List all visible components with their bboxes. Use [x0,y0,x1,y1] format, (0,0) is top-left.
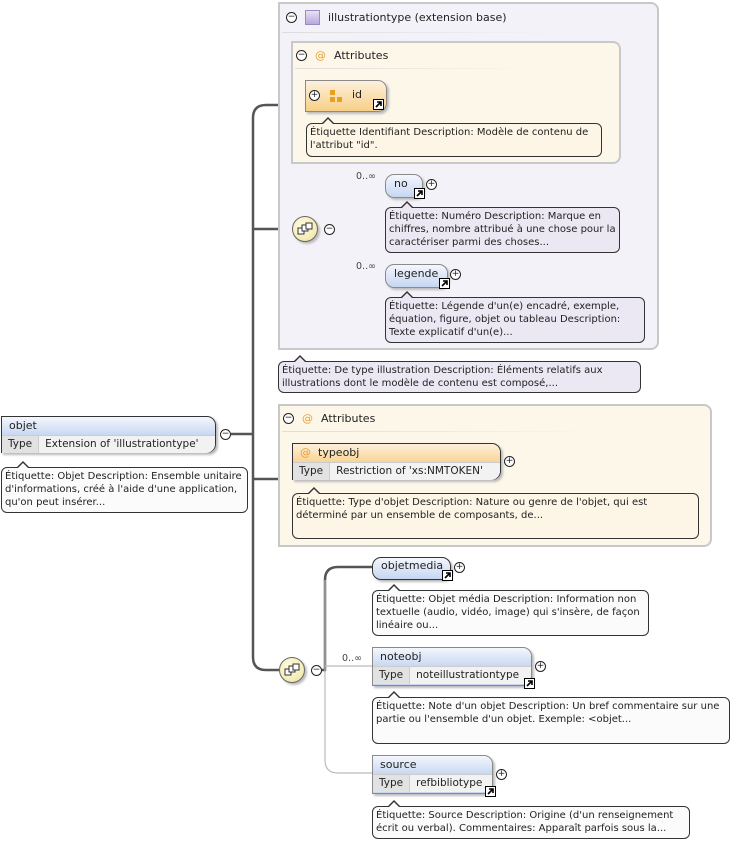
complex-type-icon [305,10,320,25]
attribute-icon: @ [300,446,311,459]
legende-doc-tooltip: Étiquette: Légende d'un(e) encadré, exem… [385,291,645,343]
expand-icon[interactable]: + [535,661,546,672]
noteobj-name: noteobj [373,648,531,666]
no-cardinality: 0..∞ [356,171,376,182]
divider [282,32,562,33]
reference-arrow-icon[interactable] [414,188,425,199]
expand-icon[interactable]: + [426,179,437,190]
noteobj-doc-tooltip: Étiquette: Note d'un objet Description: … [372,691,730,744]
objetmedia-name: objetmedia [381,559,444,572]
noteobj-element[interactable]: noteobj Type noteillustrationtype [372,647,535,689]
legende-name: legende [394,267,439,280]
collapse-icon[interactable]: − [286,12,297,23]
source-type: refbibliotype [416,777,483,789]
noteobj-cardinality: 0..∞ [342,653,362,664]
sequence-compositor-icon[interactable] [279,657,305,683]
collapse-icon[interactable]: − [296,50,307,61]
id-doc-tooltip: Étiquette Identifiant Description: Modèl… [306,117,602,157]
attributes-header: − @ Attributes [296,49,388,62]
type-label: Type [293,463,331,480]
divider [295,68,535,69]
objet-element[interactable]: objet Type Extension of 'illustrationtype… [1,416,216,453]
reference-arrow-icon[interactable] [485,786,496,797]
illustrationtype-title: illustrationtype (extension base) [328,11,507,24]
source-doc-tooltip: Étiquette: Source Description: Origine (… [372,800,690,839]
sequence-compositor-icon[interactable] [292,216,318,242]
typeobj-header: @ typeobj [293,444,500,462]
reference-arrow-icon[interactable] [442,570,453,581]
attribute-icon: @ [315,49,326,62]
attribute-group-icon [330,90,342,102]
typeobj-type: Restriction of 'xs:NMTOKEN' [336,465,483,477]
legende-element[interactable]: legende [385,264,450,289]
expand-icon[interactable]: + [309,90,320,101]
source-name: source [373,756,492,774]
illustrationtype-header: − illustrationtype (extension base) [286,10,507,25]
expand-icon[interactable]: + [450,269,461,280]
attribute-icon: @ [302,412,313,425]
collapse-icon[interactable]: − [324,224,335,235]
type-label: Type [373,775,411,792]
no-element[interactable]: no [385,174,425,199]
noteobj-type: noteillustrationtype [416,669,520,681]
type-label: Type [373,667,411,684]
illustrationtype-doc-tooltip: Étiquette: De type illustration Descript… [278,355,641,393]
id-attribute[interactable]: + id [305,80,387,112]
objetmedia-doc-tooltip: Étiquette: Objet média Description: Info… [372,584,649,636]
typeobj-name: typeobj [318,446,360,459]
reference-arrow-icon[interactable] [373,99,384,110]
source-element[interactable]: source Type refbibliotype [372,755,496,797]
typeobj-doc-tooltip: Étiquette: Type d'objet Description: Nat… [292,487,699,539]
typeobj-attribute[interactable]: @ typeobj Type Restriction of 'xs:NMTOKEN… [292,443,501,480]
id-name: id [352,88,363,101]
reference-arrow-icon[interactable] [524,678,535,689]
attributes-label: Attributes [321,412,376,425]
attributes-label: Attributes [334,49,389,62]
type-label: Type [2,436,40,453]
collapse-icon[interactable]: − [283,413,294,424]
collapse-icon[interactable]: − [311,665,322,676]
objet-doc-tooltip: Étiquette: Objet Description: Ensemble u… [1,461,248,513]
expand-icon[interactable]: + [496,769,507,780]
objetmedia-element[interactable]: objetmedia [372,557,453,581]
no-doc-tooltip: Étiquette: Numéro Description: Marque en… [385,201,620,253]
legende-cardinality: 0..∞ [356,261,376,272]
expand-icon[interactable]: + [504,456,515,467]
objet-name: objet [2,417,215,435]
divider [282,431,602,432]
attributes-header: − @ Attributes [283,412,375,425]
collapse-icon[interactable]: − [220,429,231,440]
no-name: no [394,177,408,190]
objet-type: Extension of 'illustrationtype' [45,438,199,450]
expand-icon[interactable]: + [454,562,465,573]
reference-arrow-icon[interactable] [439,278,450,289]
